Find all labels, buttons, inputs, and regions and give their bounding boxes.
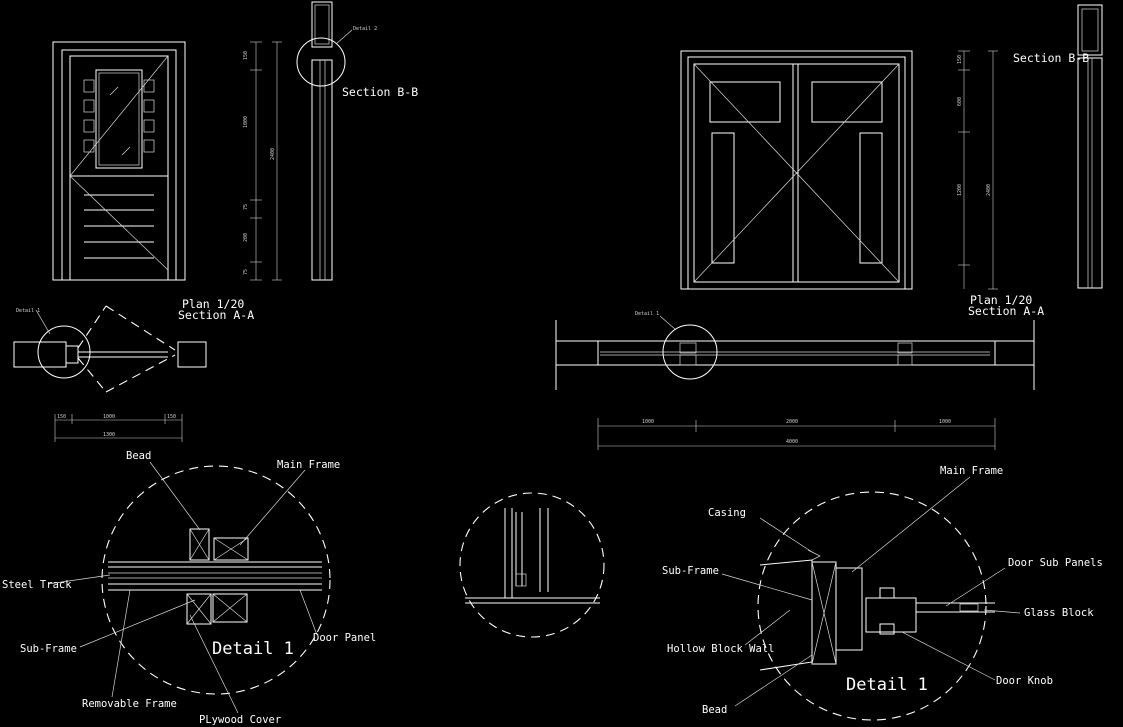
left-plan-section-title: Section A-A bbox=[178, 308, 254, 322]
left-plan-dim-total: 1300 bbox=[103, 432, 115, 438]
detail-right: Main Frame Casing Sub-Frame Door Sub Pan… bbox=[662, 465, 1103, 721]
left-plan-detail-callout: Detail 1 bbox=[16, 308, 40, 314]
left-door-elevation bbox=[52, 41, 186, 281]
right-plan-scale: Plan 1/20 bbox=[970, 293, 1032, 307]
left-plan-dim-2: 1000 bbox=[103, 414, 115, 420]
right-plan-dim-1: 1000 bbox=[642, 419, 654, 425]
right-plan-dim-2: 2000 bbox=[786, 419, 798, 425]
detail-right-title: Detail 1 bbox=[846, 675, 928, 695]
detail-right-glass-block-label: Glass Block bbox=[1024, 607, 1094, 619]
detail-right-bead-label: Bead bbox=[702, 704, 727, 716]
left-detail2-callout: Detail 2 bbox=[353, 26, 377, 32]
left-plan-dim-1: 150 bbox=[57, 414, 66, 420]
detail-right-door-sub-panels-label: Door Sub Panels bbox=[1008, 557, 1103, 569]
left-plan-section: Plan 1/20 Section A-A Detail 1 150 1000 … bbox=[13, 297, 254, 442]
left-vdim-3: 75 bbox=[243, 204, 249, 210]
left-vdim-4: 200 bbox=[243, 233, 249, 242]
detail-left-removable-frame-label: Removable Frame bbox=[82, 698, 177, 710]
right-vertical-dimensions: 150 600 1200 2400 bbox=[957, 50, 998, 290]
left-plan-dim-3: 150 bbox=[167, 414, 176, 420]
right-plan-section: Plan 1/20 Section A-A Detail 1 1000 2000… bbox=[555, 293, 1044, 450]
right-vdim-1: 150 bbox=[957, 55, 963, 64]
detail-left-plywood-cover-label: PLywood Cover bbox=[199, 714, 281, 726]
detail-middle bbox=[459, 492, 605, 638]
detail-right-sub-frame-label: Sub-Frame bbox=[662, 565, 719, 577]
detail-right-main-frame-label: Main Frame bbox=[940, 465, 1003, 477]
right-vdim-total: 2400 bbox=[986, 184, 992, 196]
left-vdim-total: 2400 bbox=[270, 148, 276, 160]
detail-left: Bead Main Frame Steel Track Sub-Frame Do… bbox=[2, 450, 376, 726]
right-plan-dim-3: 1000 bbox=[939, 419, 951, 425]
right-section-bb: Section B-B bbox=[1013, 4, 1103, 289]
right-vdim-2: 600 bbox=[957, 97, 963, 106]
detail-left-door-panel-label: Door Panel bbox=[313, 632, 376, 644]
right-plan-detail-callout: Detail 1 bbox=[635, 311, 659, 317]
detail-right-hollow-block-wall-label: Hollow Block Wall bbox=[667, 643, 774, 655]
right-plan-dim-total: 4000 bbox=[786, 439, 798, 445]
detail-left-steel-track-label: Steel Track bbox=[2, 579, 72, 591]
left-section-bb: Detail 2 Section B-B bbox=[296, 1, 418, 281]
left-vdim-5: 75 bbox=[243, 269, 249, 275]
right-section-bb-title: Section B-B bbox=[1013, 51, 1089, 65]
left-plan-scale: Plan 1/20 bbox=[182, 297, 244, 311]
left-vdim-2: 1000 bbox=[243, 116, 249, 128]
detail-left-main-frame-label: Main Frame bbox=[277, 459, 340, 471]
detail-right-door-knob-label: Door Knob bbox=[996, 675, 1053, 687]
right-vdim-3: 1200 bbox=[957, 184, 963, 196]
detail-left-sub-frame-label: Sub-Frame bbox=[20, 643, 77, 655]
left-vdim-1: 150 bbox=[243, 51, 249, 60]
detail-left-title: Detail 1 bbox=[212, 639, 294, 659]
left-section-bb-title: Section B-B bbox=[342, 85, 418, 99]
detail-left-bead-label: Bead bbox=[126, 450, 151, 462]
right-plan-section-title: Section A-A bbox=[968, 304, 1044, 318]
detail-right-casing-label: Casing bbox=[708, 507, 746, 519]
right-door-elevation bbox=[680, 50, 913, 290]
left-vertical-dimensions: 150 1000 75 200 75 2400 bbox=[243, 41, 282, 281]
